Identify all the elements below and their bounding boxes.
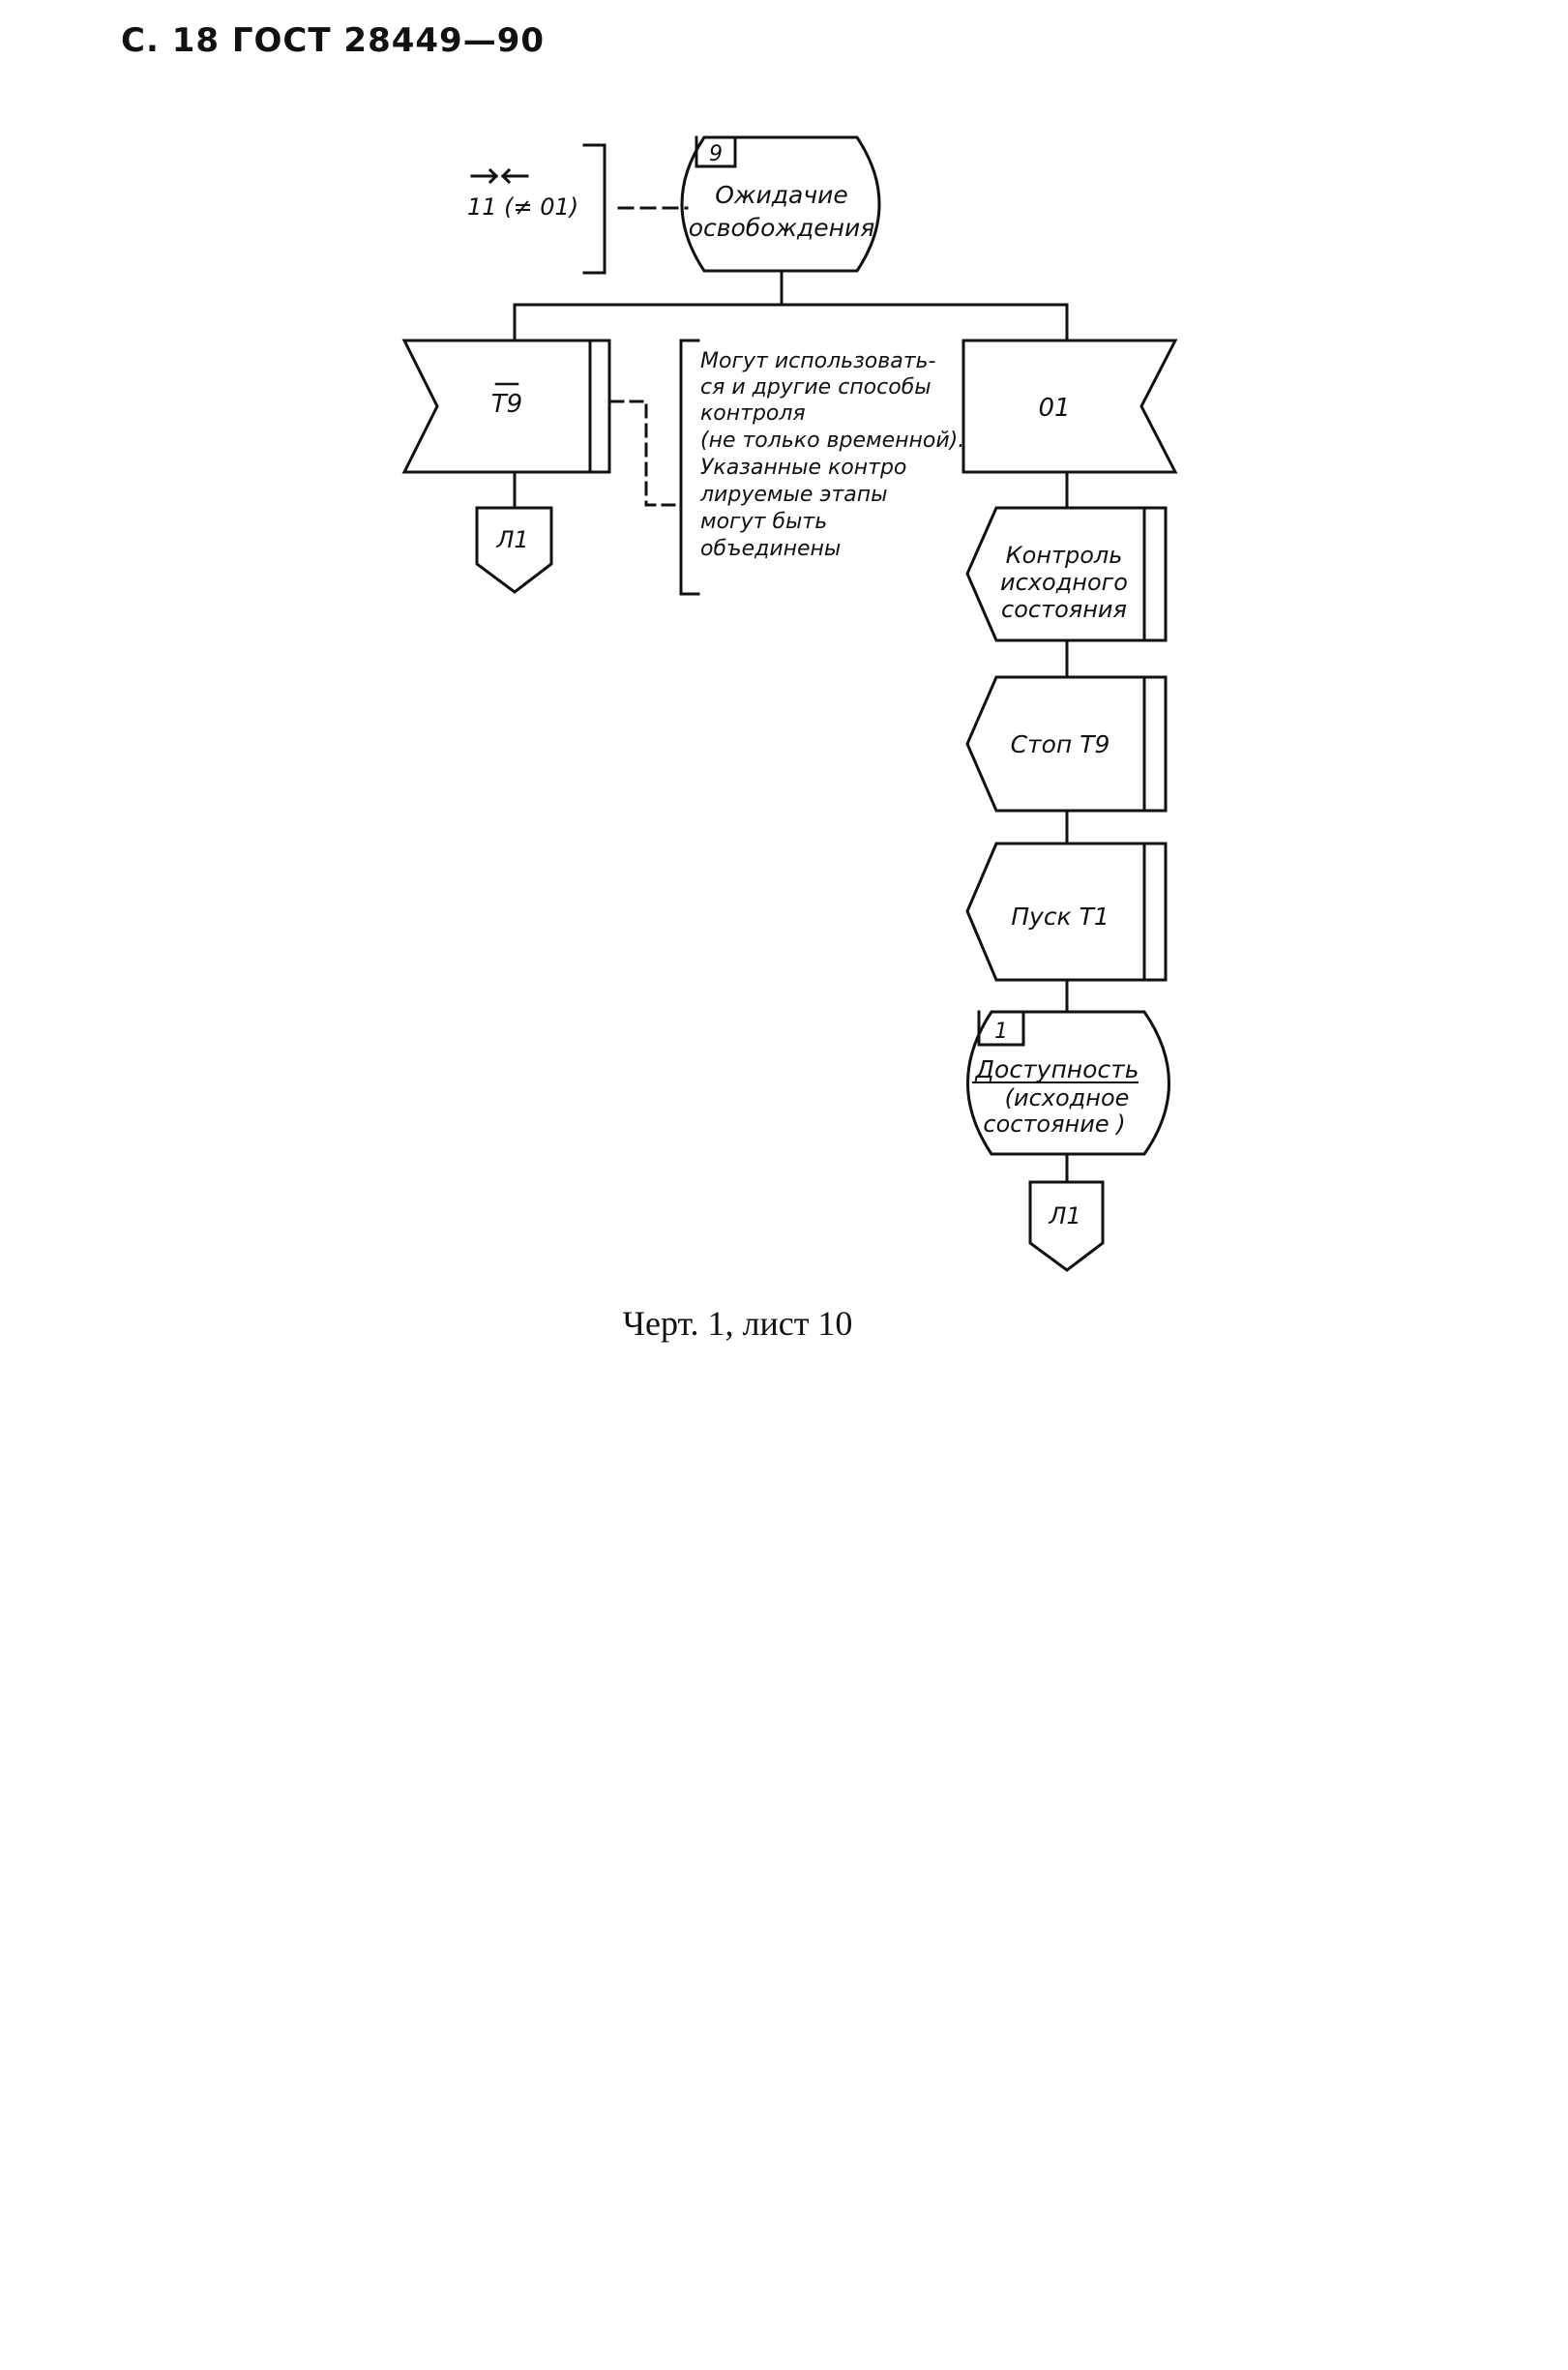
input-01-shape <box>962 339 1178 474</box>
side-bracket <box>582 143 606 275</box>
comment-note: Могут использовать- ся и другие способы … <box>679 339 964 596</box>
state-9: 9 Ожидачие освобождения <box>680 135 881 273</box>
note-line-8: объединены <box>700 537 841 561</box>
branch-lines <box>513 269 1069 342</box>
connector-left-label: Л1 <box>495 526 528 553</box>
input-signal-t9: T9 <box>401 339 683 507</box>
figure-caption: Черт. 1, лист 10 <box>0 1303 1568 1344</box>
input-signal-01: 01 <box>962 339 1178 474</box>
task-control-line3: состояния <box>1001 596 1127 623</box>
connector-left: Л1 <box>475 470 553 594</box>
note-line-1: Могут использовать- <box>700 349 935 373</box>
side-condition-text: 11 (≠ 01) <box>467 193 578 221</box>
state-1-shape <box>966 1010 1170 1156</box>
figure-caption-text: Черт. 1, лист 10 <box>622 1304 853 1343</box>
state-1-line2: (исходное <box>1005 1084 1130 1111</box>
input-t9-label: T9 <box>491 390 522 419</box>
dashed-note-link <box>609 400 683 507</box>
state-9-line1: Ожидачие <box>715 181 847 209</box>
note-line-4: (не только временной). <box>700 429 964 453</box>
note-line-6: лируемые этапы <box>699 483 888 507</box>
state-1-number: 1 <box>994 1020 1008 1044</box>
note-line-2: ся и другие способы <box>700 375 932 400</box>
task-control-shape <box>965 506 1168 642</box>
task-start-shape <box>965 842 1168 982</box>
state-1-line3: состояние ) <box>983 1111 1125 1138</box>
state-9-shape <box>680 135 881 273</box>
state-1-line1: Доступность <box>975 1055 1139 1083</box>
task-stop: Стоп T9 <box>965 638 1168 813</box>
connector-bottom-shape <box>1028 1180 1105 1272</box>
note-bracket <box>679 339 700 596</box>
input-t9-shape <box>401 339 611 474</box>
note-line-5: Указанные контро <box>700 456 906 480</box>
state-1-number-box <box>977 1010 1025 1047</box>
state-9-line2: освобождения <box>689 214 875 242</box>
connector-bottom: Л1 <box>1028 1152 1105 1272</box>
side-condition: 11 (≠ 01) <box>467 143 689 275</box>
input-01-label: 01 <box>1038 394 1070 423</box>
task-control: Контроль исходного состояния <box>965 470 1168 642</box>
task-stop-label: Стоп T9 <box>1011 730 1110 758</box>
task-start: Пуск T1 <box>965 809 1168 982</box>
note-line-7: могут быть <box>700 510 827 534</box>
task-control-line1: Контроль <box>1006 542 1123 569</box>
state-9-number-box <box>695 135 737 168</box>
page-header: С. 18 ГОСТ 28449—90 <box>121 21 546 60</box>
state-1: 1 Доступность (исходное состояние ) <box>966 978 1170 1156</box>
task-stop-shape <box>965 675 1168 813</box>
task-start-label: Пуск T1 <box>1011 903 1109 931</box>
task-control-line2: исходного <box>1000 569 1128 596</box>
note-line-3: контроля <box>700 401 806 426</box>
connector-bottom-label: Л1 <box>1048 1202 1080 1229</box>
state-9-number: 9 <box>709 142 723 166</box>
connector-left-shape <box>475 506 553 594</box>
